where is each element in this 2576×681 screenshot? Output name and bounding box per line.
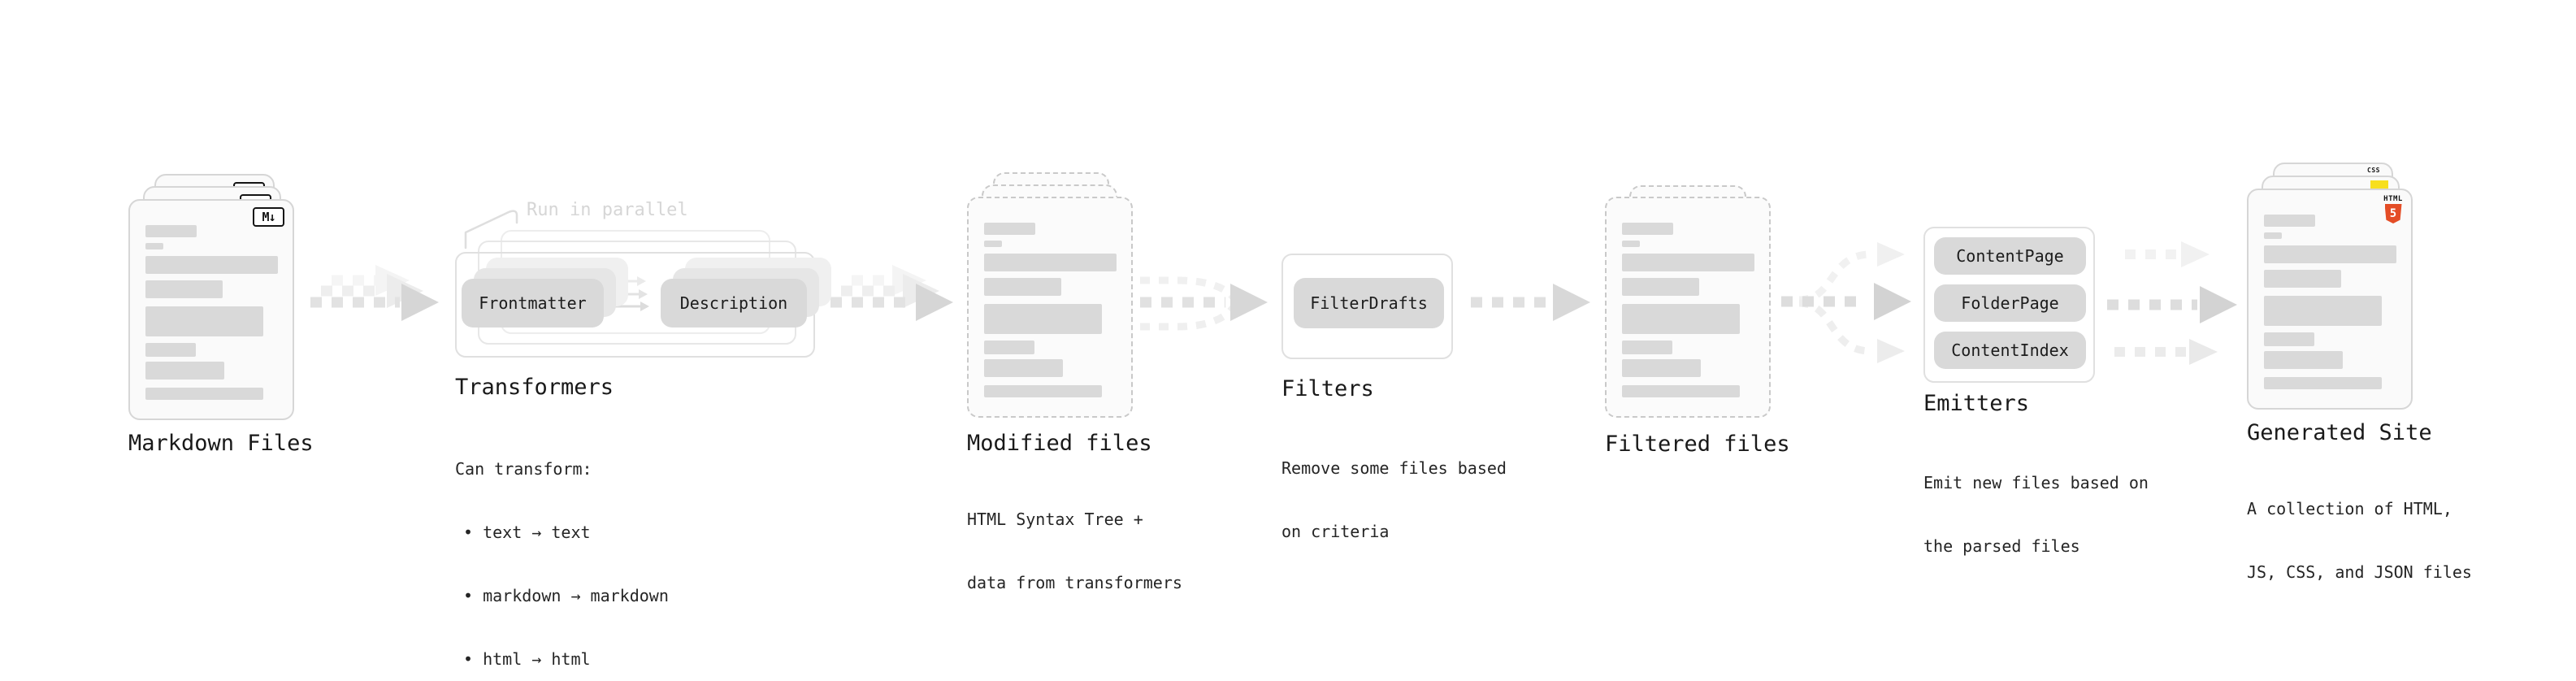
modified-file-card-front <box>967 197 1133 418</box>
placeholder-bar <box>145 306 263 336</box>
markdown-files-label: Markdown Files <box>128 431 314 456</box>
placeholder-bar <box>1622 340 1672 354</box>
placeholder-bar <box>1622 254 1754 271</box>
modified-files-label: Modified files <box>967 431 1152 456</box>
transform-bullet: • html → html <box>463 649 591 669</box>
modified-files-description: HTML Syntax Tree + data from transformer… <box>967 466 1182 635</box>
filtered-file-card-front <box>1605 197 1771 418</box>
can-transform-heading: Can transform: <box>455 459 592 479</box>
placeholder-bar <box>984 359 1063 377</box>
desc-line: JS, CSS, and JSON files <box>2247 562 2472 582</box>
placeholder-bar <box>2264 232 2282 239</box>
desc-line: Emit new files based on <box>1923 473 2149 492</box>
run-in-parallel-callout-line <box>464 210 518 249</box>
placeholder-bar <box>1622 385 1740 397</box>
placeholder-bar <box>2264 245 2396 263</box>
html5-icon: HTML 5 <box>2383 196 2403 223</box>
desc-line: A collection of HTML, <box>2247 499 2452 518</box>
generated-site-description: A collection of HTML, JS, CSS, and JSON … <box>2247 456 2472 625</box>
placeholder-bar <box>984 241 1002 247</box>
arrow-modified-to-filters <box>1140 276 1268 331</box>
filters-label: Filters <box>1281 376 1374 401</box>
arrow-filtered-to-emitters <box>1781 242 1911 363</box>
placeholder-bar <box>984 385 1102 397</box>
desc-line: on criteria <box>1281 522 1390 541</box>
placeholder-bar <box>1622 359 1701 377</box>
desc-line: data from transformers <box>967 573 1182 592</box>
transformer-frontmatter-box: Frontmatter <box>462 279 604 327</box>
emitter-contentindex-box: ContentIndex <box>1934 332 2086 369</box>
markdown-file-card-front: M↓ <box>128 199 294 420</box>
generated-site-label: Generated Site <box>2247 420 2432 445</box>
arrow-filters-to-filtered <box>1471 284 1590 321</box>
placeholder-bar <box>145 343 196 357</box>
placeholder-bar <box>1622 304 1740 334</box>
placeholder-bar <box>2264 296 2382 326</box>
placeholder-bar <box>2264 332 2314 346</box>
filtered-files-label: Filtered files <box>1605 432 1790 457</box>
arrow-emitters-to-site <box>2107 241 2237 365</box>
placeholder-bar <box>145 225 197 237</box>
filters-description: Remove some files based on criteria <box>1281 415 1507 584</box>
placeholder-bar <box>1622 241 1640 247</box>
arrow-markdown-to-transformers <box>310 265 439 321</box>
filter-filterdrafts-box: FilterDrafts <box>1294 278 1444 328</box>
transform-bullet: • text → text <box>463 523 591 542</box>
placeholder-bar <box>984 340 1034 354</box>
emitters-outline <box>1923 227 2095 383</box>
transformers-label: Transformers <box>455 375 614 400</box>
transform-bullet: • markdown → markdown <box>463 586 669 605</box>
markdown-icon: M↓ <box>253 207 284 227</box>
emitters-description: Emit new files based on the parsed files <box>1923 430 2149 599</box>
emitters-label: Emitters <box>1923 391 2030 416</box>
placeholder-bar <box>2264 377 2382 389</box>
arrow-transformers-to-modified <box>830 265 953 321</box>
filters-outline <box>1281 254 1453 359</box>
placeholder-bar <box>145 243 163 249</box>
transformers-description: Can transform: • text → text • markdown … <box>455 416 669 681</box>
placeholder-bar <box>984 223 1035 235</box>
placeholder-bar <box>2264 351 2343 369</box>
placeholder-bar <box>2264 215 2315 227</box>
placeholder-bar <box>2264 270 2341 288</box>
placeholder-bar <box>1622 278 1699 296</box>
emitter-folderpage-box: FolderPage <box>1934 284 2086 322</box>
emitter-contentpage-box: ContentPage <box>1934 237 2086 275</box>
placeholder-bar <box>145 256 278 274</box>
placeholder-bar <box>145 388 263 400</box>
placeholder-bar <box>145 280 223 298</box>
transformer-description-box: Description <box>661 279 807 327</box>
desc-line: the parsed files <box>1923 536 2080 556</box>
html-file-card: HTML 5 <box>2247 189 2413 410</box>
placeholder-bar <box>145 362 224 380</box>
placeholder-bar <box>984 278 1061 296</box>
desc-line: Remove some files based <box>1281 458 1507 478</box>
desc-line: HTML Syntax Tree + <box>967 510 1143 529</box>
placeholder-bar <box>1622 223 1673 235</box>
placeholder-bar <box>984 254 1117 271</box>
run-in-parallel-label: Run in parallel <box>527 200 688 220</box>
placeholder-bar <box>984 304 1102 334</box>
